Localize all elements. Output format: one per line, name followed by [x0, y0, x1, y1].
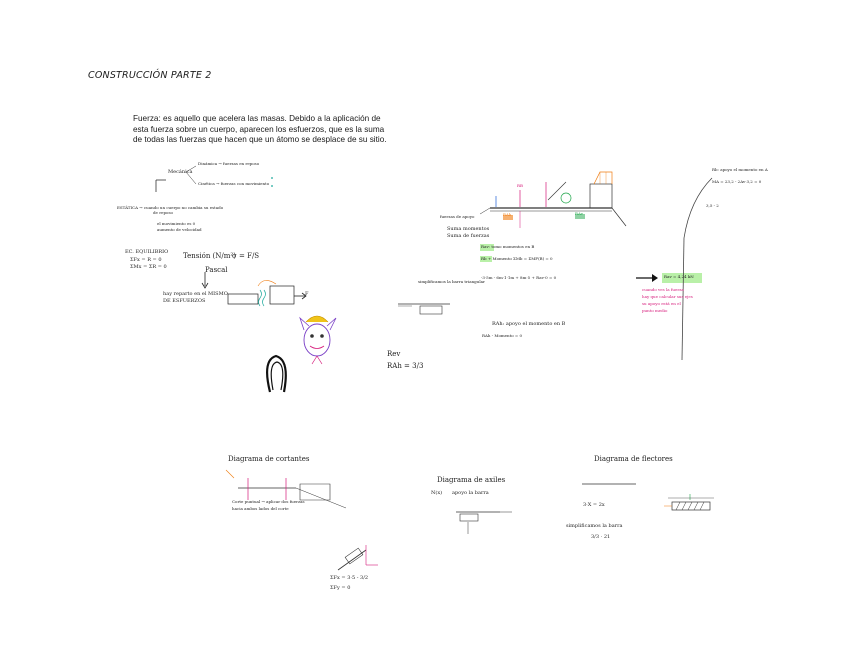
note-ec-2: ΣMx = ΣR = 0: [130, 264, 167, 270]
note-rev: Rev: [387, 350, 401, 358]
note-value: 3/3 · 21: [591, 534, 611, 540]
note-aumento: aumento de velocidad: [157, 227, 202, 232]
note-fuerzas-apoyo: fuerzas de apoyo: [440, 214, 475, 219]
note-right-col-1: Rb: apoyo el momento en A: [712, 167, 768, 172]
note-ec-1: ΣFx = R = 0: [130, 257, 162, 263]
note-rah-moment: RAh: apoyo el momento en B: [492, 321, 566, 327]
note-force-f: F: [305, 291, 309, 297]
heading-axiles: Diagrama de axiles: [437, 476, 506, 484]
note-apoyo-barra: apoyo la barra: [452, 490, 489, 496]
note-n-label: N(x): [431, 490, 443, 496]
note-rah-label: RAh: [503, 212, 512, 217]
note-sigma: σ = F/S: [232, 252, 260, 260]
note-eq-main: Rb + Momento ΣMb = ΣMF(B) = 0: [481, 256, 553, 261]
note-suma-momentos: Suma momentos: [447, 226, 490, 232]
note-right-col-2: MA = 23,2 - 2Av·3,2 = 0: [712, 179, 762, 184]
note-movimiento: el movimiento es 0: [157, 221, 196, 226]
note-tension: Tensión (N/m²): [183, 252, 236, 260]
note-ec-title: EC. EQUILIBRIO: [125, 249, 169, 255]
note-equation-right: 3·X = 2x: [583, 502, 605, 508]
note-rav: Rav: tomo momentos en B: [481, 244, 535, 249]
note-result: Rav = 4,24 kN: [664, 274, 694, 279]
note-simplificamos: simplificamos la barra triangular: [418, 279, 485, 284]
note-rav-label: RAv: [575, 211, 583, 216]
heading-flectores: Diagrama de flectores: [594, 455, 673, 463]
note-eq-bottom: ΣFx = 3·5 - 3/2: [330, 575, 369, 581]
note-simplificamos-barra: simplificamos la barra: [566, 523, 623, 529]
note-dinamica: Dinámica → fuerzas en reposo: [198, 161, 260, 166]
note-eq-long: -3·5m - 6m·1·1m + 8m·5 + Rav·0 = 0: [481, 275, 557, 280]
note-right-col-3: 3,5 - 2: [706, 203, 719, 208]
note-corte-2: hacia ambos lados del corte: [232, 506, 289, 511]
intro-paragraph: Fuerza: es aquello que acelera las masas…: [133, 114, 387, 145]
note-pink-4: punto medio: [642, 308, 668, 313]
note-estatica-2: de reposo: [153, 210, 173, 215]
note-pink-1: cuando ves la fuerza: [642, 287, 684, 292]
heading-cortantes: Diagrama de cortantes: [228, 455, 310, 463]
note-suma-fuerzas: Suma de fuerzas: [447, 233, 490, 239]
note-mecanica: Mecánica: [168, 169, 193, 175]
note-estatica: ESTÁTICA → cuando un cuerpo no cambia su…: [117, 205, 224, 210]
note-pink-2: hay que calcular sus ejes: [642, 294, 693, 299]
note-esfuerzos: DE ESFUERZOS: [163, 298, 206, 304]
note-rah-eq: RAh - Momento = 0: [482, 333, 523, 338]
note-hay-reparticion: hay reparto en el MISMO: [163, 291, 228, 297]
note-pink-3: su apoyo está en el: [642, 301, 681, 306]
note-corte: Corte puntual → aplicar dos fuerzas: [232, 499, 305, 504]
page-title: CONSTRUCCIÓN PARTE 2: [88, 70, 212, 81]
note-pascal: Pascal: [205, 266, 228, 274]
note-rah: RAh = 3/3: [387, 362, 424, 370]
note-rb: RB: [517, 183, 523, 188]
note-eq-bottom-2: ΣFy = 0: [330, 585, 351, 591]
note-cinetica: Cinética → fuerzas con movimiento: [198, 181, 270, 186]
